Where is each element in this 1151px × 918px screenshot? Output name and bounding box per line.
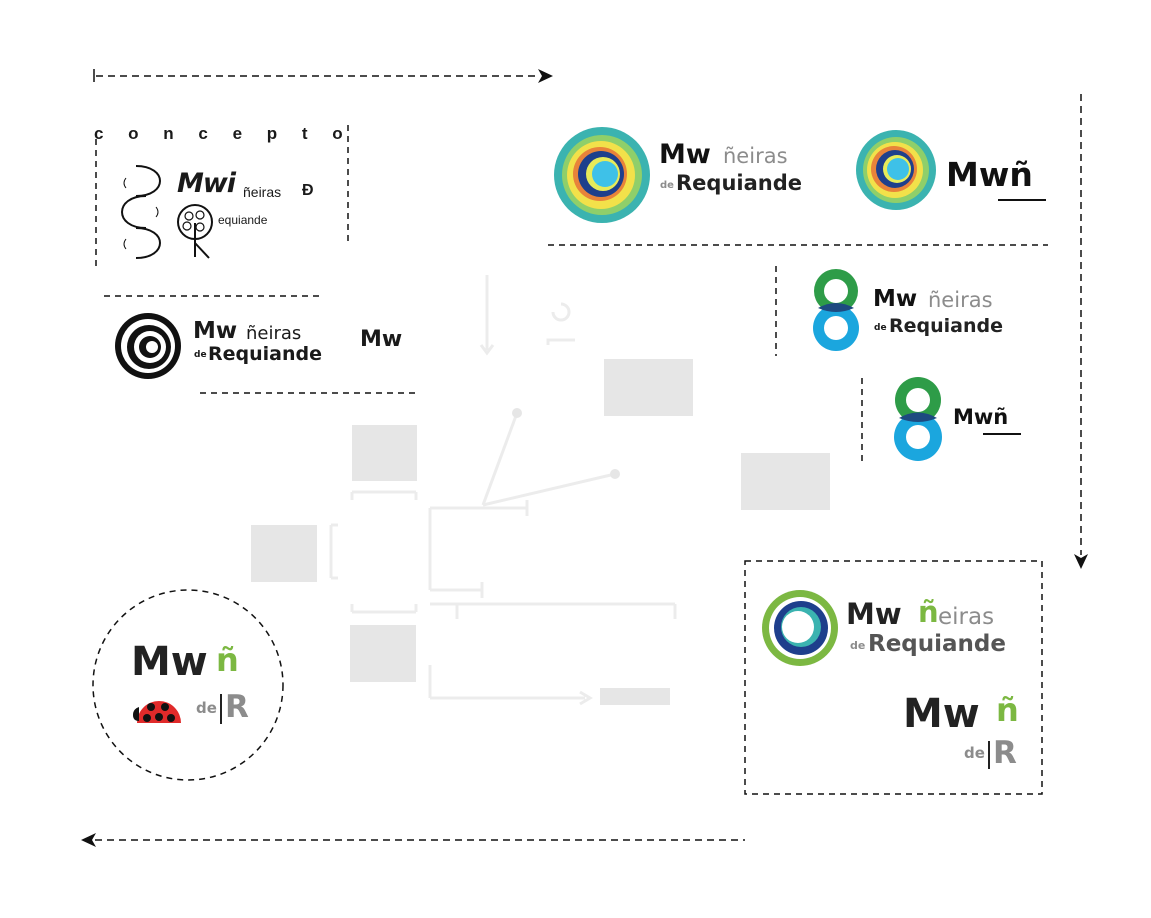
ghost-block [350,625,416,682]
ladybug-circle [92,589,284,781]
final-logo-mw: Mw [846,597,902,631]
ghost-wireframe [329,275,677,706]
final-logo-de: de [850,639,866,652]
rings-logo-neiras: ñeiras [928,288,993,312]
concentric-logo-icon [554,127,650,223]
colour-logo-requiande: Requiande [676,171,802,195]
rings-logo-mw: Mw [873,286,918,312]
bw-logo-neiras: ñeiras [246,323,302,344]
tree-icon [177,204,213,259]
bw-logo-requiande: Requiande [208,343,322,365]
rings-logo-icon-small [894,377,942,461]
ghost-block [741,453,830,510]
ladybug-r: R [225,689,249,725]
ghost-block [352,425,417,481]
final-logo-n: ñ [918,595,939,629]
concept-sketch-icon [121,165,161,259]
final-logo-box [744,560,1043,795]
rings-logo-de: de [874,323,887,333]
final-logo-eiras: eiras [938,604,995,630]
concept-mark-d: Đ [302,182,314,199]
bottom-dashed-arrow [81,833,745,847]
ghost-block [251,525,317,582]
final-short-r: R [993,735,1017,771]
spiral-logo-icon [115,313,181,379]
colour-logo-de: de [660,180,674,191]
ladybug-divider [220,694,222,724]
colour-logo-neiras: ñeiras [723,144,788,168]
concept-label: c o n c e p t o [94,124,353,143]
rings-logo-icon [813,269,859,351]
bw-logo-de: de [194,350,207,360]
rings-short-underline [983,433,1021,435]
ghost-block [600,688,670,705]
right-dashed-arrow [1074,94,1088,569]
final-logo-requiande: Requiande [868,631,1006,657]
bw-logo-short: Mw [360,327,403,352]
ladybug-n: ñ [216,641,239,679]
colour-short-mwn: Mwñ [946,155,1033,194]
final-logo-icon [762,590,838,666]
colour-logo-frame [548,244,1048,462]
final-short-mw: Mw [903,691,980,737]
bw-logo-mw: Mw [193,318,238,344]
concept-mark-equiande: equiande [218,213,268,227]
black-logo-frame [104,295,420,394]
top-dashed-arrow [93,69,553,83]
concentric-logo-icon-small [856,130,936,210]
final-short-de: de [964,744,985,762]
colour-logo-mw: Mw [659,139,711,170]
rings-logo-requiande: Requiande [889,315,1003,337]
ladybug-mw: Mw [131,639,208,685]
ladybug-de: de [196,699,217,717]
colour-short-underline [998,199,1046,201]
concept-mark-neiras: ñeiras [243,184,282,200]
rings-short-mwn: Mwñ [953,405,1009,429]
final-short-divider [988,741,990,769]
final-short-n: ñ [996,691,1019,729]
concept-frame [95,125,349,268]
ladybug-icon [133,701,181,723]
concept-mark-main: Mwi [177,168,236,199]
ghost-block [604,359,693,416]
